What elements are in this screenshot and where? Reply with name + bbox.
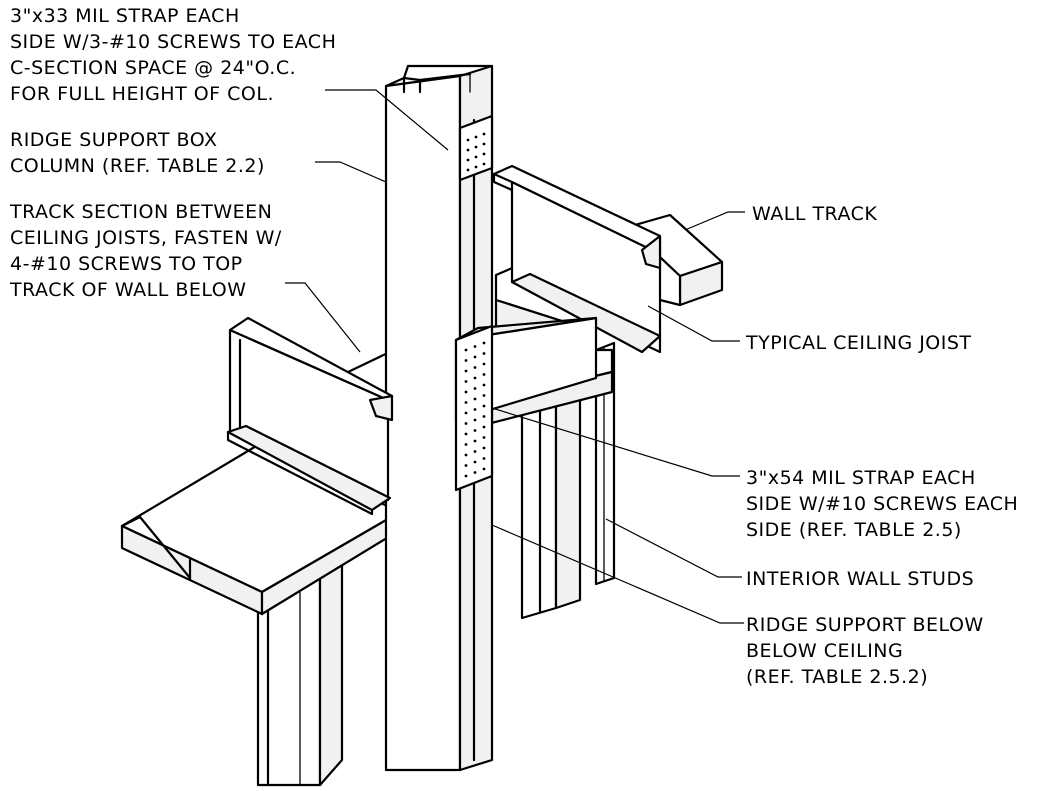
callout-line: SIDE W/3-#10 SCREWS TO EACH	[10, 31, 336, 53]
callout-ridge-support-below: RIDGE SUPPORT BELOW BELOW CEILING (REF. …	[746, 614, 984, 688]
callout-line: TRACK SECTION BETWEEN	[9, 201, 272, 223]
screw-dot	[473, 429, 477, 432]
screw-dot	[474, 155, 478, 159]
screw-dot	[473, 460, 477, 464]
screw-dot	[466, 168, 470, 172]
callout-strap-33-mil: 3"x33 MIL STRAP EACH SIDE W/3-#10 SCREWS…	[10, 5, 336, 105]
screw-dot	[473, 397, 477, 401]
screw-dot	[473, 418, 477, 422]
screw-dot	[482, 341, 486, 345]
callout-line: FOR FULL HEIGHT OF COL.	[10, 83, 274, 105]
screw-dot	[482, 394, 486, 397]
callout-interior-wall-studs: INTERIOR WALL STUDS	[746, 568, 974, 590]
callout-line: WALL TRACK	[752, 203, 877, 225]
screw-dot	[482, 425, 486, 429]
screw-dot	[482, 415, 486, 418]
screw-dot	[464, 401, 468, 404]
leader-ceiling-joist	[647, 305, 740, 342]
screw-dot	[474, 145, 478, 149]
screw-dot	[482, 162, 486, 166]
callout-line: 4-#10 SCREWS TO TOP	[10, 253, 243, 275]
screw-dot	[474, 135, 478, 139]
screw-dot	[482, 362, 486, 366]
callout-line: C-SECTION SPACE @ 24"O.C.	[10, 57, 296, 79]
screw-dot	[473, 439, 477, 443]
screw-dot	[473, 471, 477, 474]
screw-dot	[464, 443, 468, 446]
callout-line: BELOW CEILING	[746, 640, 903, 662]
callout-line: (REF. TABLE 2.5.2)	[746, 666, 928, 688]
screw-dot	[473, 355, 477, 359]
screw-dot	[464, 380, 468, 383]
screw-dot	[473, 345, 477, 348]
screw-dot	[474, 165, 478, 169]
leader-lines	[285, 89, 745, 624]
leader-box-column	[315, 161, 387, 183]
screw-dot	[466, 158, 470, 162]
leader-wall-track	[684, 211, 745, 231]
screw-dot	[482, 467, 486, 471]
screw-dot	[473, 366, 477, 369]
screw-dot	[482, 142, 486, 146]
callout-line: INTERIOR WALL STUDS	[746, 568, 974, 590]
right-ceiling-joist	[492, 164, 662, 354]
screw-dot	[464, 464, 468, 467]
screw-dot	[482, 383, 486, 387]
leader-strap-33	[325, 89, 449, 151]
screw-dot	[473, 387, 477, 390]
leader-wall-studs	[605, 518, 742, 578]
screw-dot	[464, 348, 468, 352]
leader-ridge-below	[491, 524, 744, 624]
screw-dot	[482, 457, 486, 460]
screw-dot	[473, 376, 477, 380]
screw-dot	[473, 408, 477, 411]
callout-line: TRACK OF WALL BELOW	[9, 279, 247, 301]
screw-dot	[464, 432, 468, 436]
strap-54-mil	[454, 324, 494, 492]
callout-wall-track: WALL TRACK	[752, 203, 877, 225]
screw-dot	[464, 474, 468, 478]
screw-dot	[466, 138, 470, 142]
screw-dot	[464, 390, 468, 394]
callout-track-section: TRACK SECTION BETWEEN CEILING JOISTS, FA…	[9, 201, 282, 301]
screw-dot	[482, 436, 486, 439]
callout-line: 3"x54 MIL STRAP EACH	[746, 467, 976, 489]
callout-line: RIDGE SUPPORT BOX	[10, 129, 217, 151]
screw-dot	[482, 132, 486, 136]
callout-typical-ceiling-joist: TYPICAL CEILING JOIST	[745, 332, 972, 354]
screw-dot	[482, 352, 486, 355]
screw-dot	[482, 373, 486, 376]
screw-dot	[473, 450, 477, 453]
screw-dot	[464, 411, 468, 415]
screw-dot	[464, 359, 468, 362]
callout-line: 3"x33 MIL STRAP EACH	[10, 5, 240, 27]
screw-dot	[482, 152, 486, 156]
callout-line: COLUMN (REF. TABLE 2.2)	[10, 155, 265, 177]
callout-strap-54-mil: 3"x54 MIL STRAP EACH SIDE W/#10 SCREWS E…	[746, 467, 1018, 541]
screw-dot	[482, 404, 486, 408]
screw-dot	[466, 148, 470, 152]
screw-dot	[482, 446, 486, 450]
leader-strap-54	[491, 407, 740, 477]
callout-ridge-support-box-column: RIDGE SUPPORT BOX COLUMN (REF. TABLE 2.2…	[10, 129, 265, 177]
screw-dot	[464, 422, 468, 425]
screw-dot	[464, 453, 468, 457]
callout-line: CEILING JOISTS, FASTEN W/	[10, 227, 282, 249]
callout-line: TYPICAL CEILING JOIST	[745, 332, 972, 354]
callout-line: SIDE (REF. TABLE 2.5)	[746, 519, 962, 541]
callout-line: RIDGE SUPPORT BELOW	[746, 614, 984, 636]
callout-line: SIDE W/#10 SCREWS EACH	[746, 493, 1018, 515]
strap-33-mil	[458, 114, 494, 182]
screw-dot	[464, 369, 468, 373]
left-ceiling-joist	[226, 316, 394, 516]
leader-track-section	[285, 282, 361, 353]
